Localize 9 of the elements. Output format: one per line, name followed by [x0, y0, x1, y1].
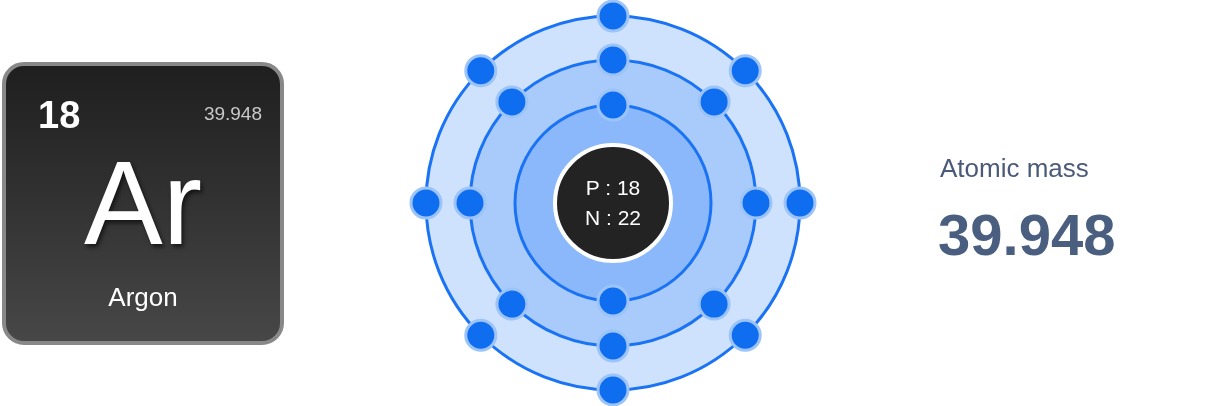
caption-label: Atomic mass: [940, 155, 1089, 181]
atomic-mass-value: 39.948: [203, 104, 262, 123]
mass-value: 39.948: [938, 206, 1116, 264]
element-name: Argon: [107, 284, 179, 310]
atomic-number: 18: [38, 96, 81, 134]
element-card: [2, 62, 284, 345]
nucleus-count: N : 22: [585, 205, 641, 231]
element-symbol: Ar: [83, 144, 203, 262]
nucleus-count: P : 18: [585, 175, 641, 201]
